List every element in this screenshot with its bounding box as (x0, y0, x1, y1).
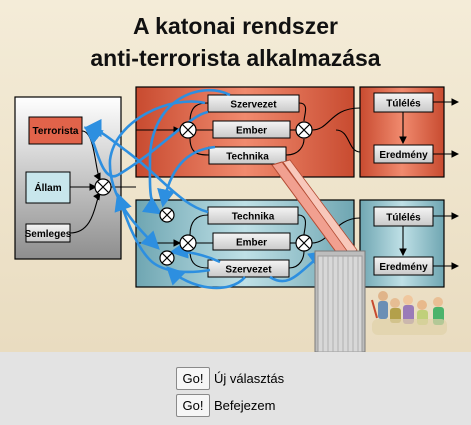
slide-title-line2: anti-terrorista alkalmazása (90, 45, 381, 71)
system-diagram: Terrorista Állam Semleges Szervezet Embe… (14, 86, 460, 352)
top-result-label: Eredmény (379, 150, 428, 161)
attack-rays (271, 159, 358, 261)
slide: A katonai rendszer anti-terrorista alkal… (0, 0, 471, 352)
people-illustration (371, 291, 447, 335)
state-box (25, 171, 71, 204)
bottom-survival-label: Túlélés (386, 213, 421, 224)
building-illustration (314, 250, 366, 352)
bottom-result-label: Eredmény (379, 262, 428, 273)
mixer-symbols (94, 121, 313, 266)
finish-row: Go! Befejezem (176, 393, 275, 417)
neutral-label: Semleges (25, 229, 72, 240)
bottom-technology-label: Technika (232, 212, 275, 223)
top-person-label: Ember (236, 126, 267, 137)
state-label: Állam (34, 181, 61, 194)
finish-go-button[interactable]: Go! (176, 393, 210, 417)
top-organization-label: Szervezet (230, 100, 277, 111)
top-technology-label: Technika (226, 152, 269, 163)
new-choice-go-button[interactable]: Go! (176, 366, 210, 390)
slide-title-line1: A katonai rendszer (133, 13, 338, 39)
bottom-person-box (212, 232, 291, 251)
new-choice-row: Go! Új választás (176, 366, 284, 390)
new-choice-label: Új választás (214, 370, 285, 386)
bottom-organization-label: Szervezet (225, 265, 272, 276)
finish-label: Befejezem (214, 397, 276, 413)
top-survival-label: Túlélés (386, 99, 421, 110)
terrorist-label: Terrorista (33, 126, 79, 137)
influence-arrows (83, 88, 328, 290)
bottom-person-label: Ember (236, 238, 267, 249)
terrorist-box (28, 116, 83, 145)
navigation-controls: Go! Új választás Go! Befejezem (0, 352, 471, 425)
